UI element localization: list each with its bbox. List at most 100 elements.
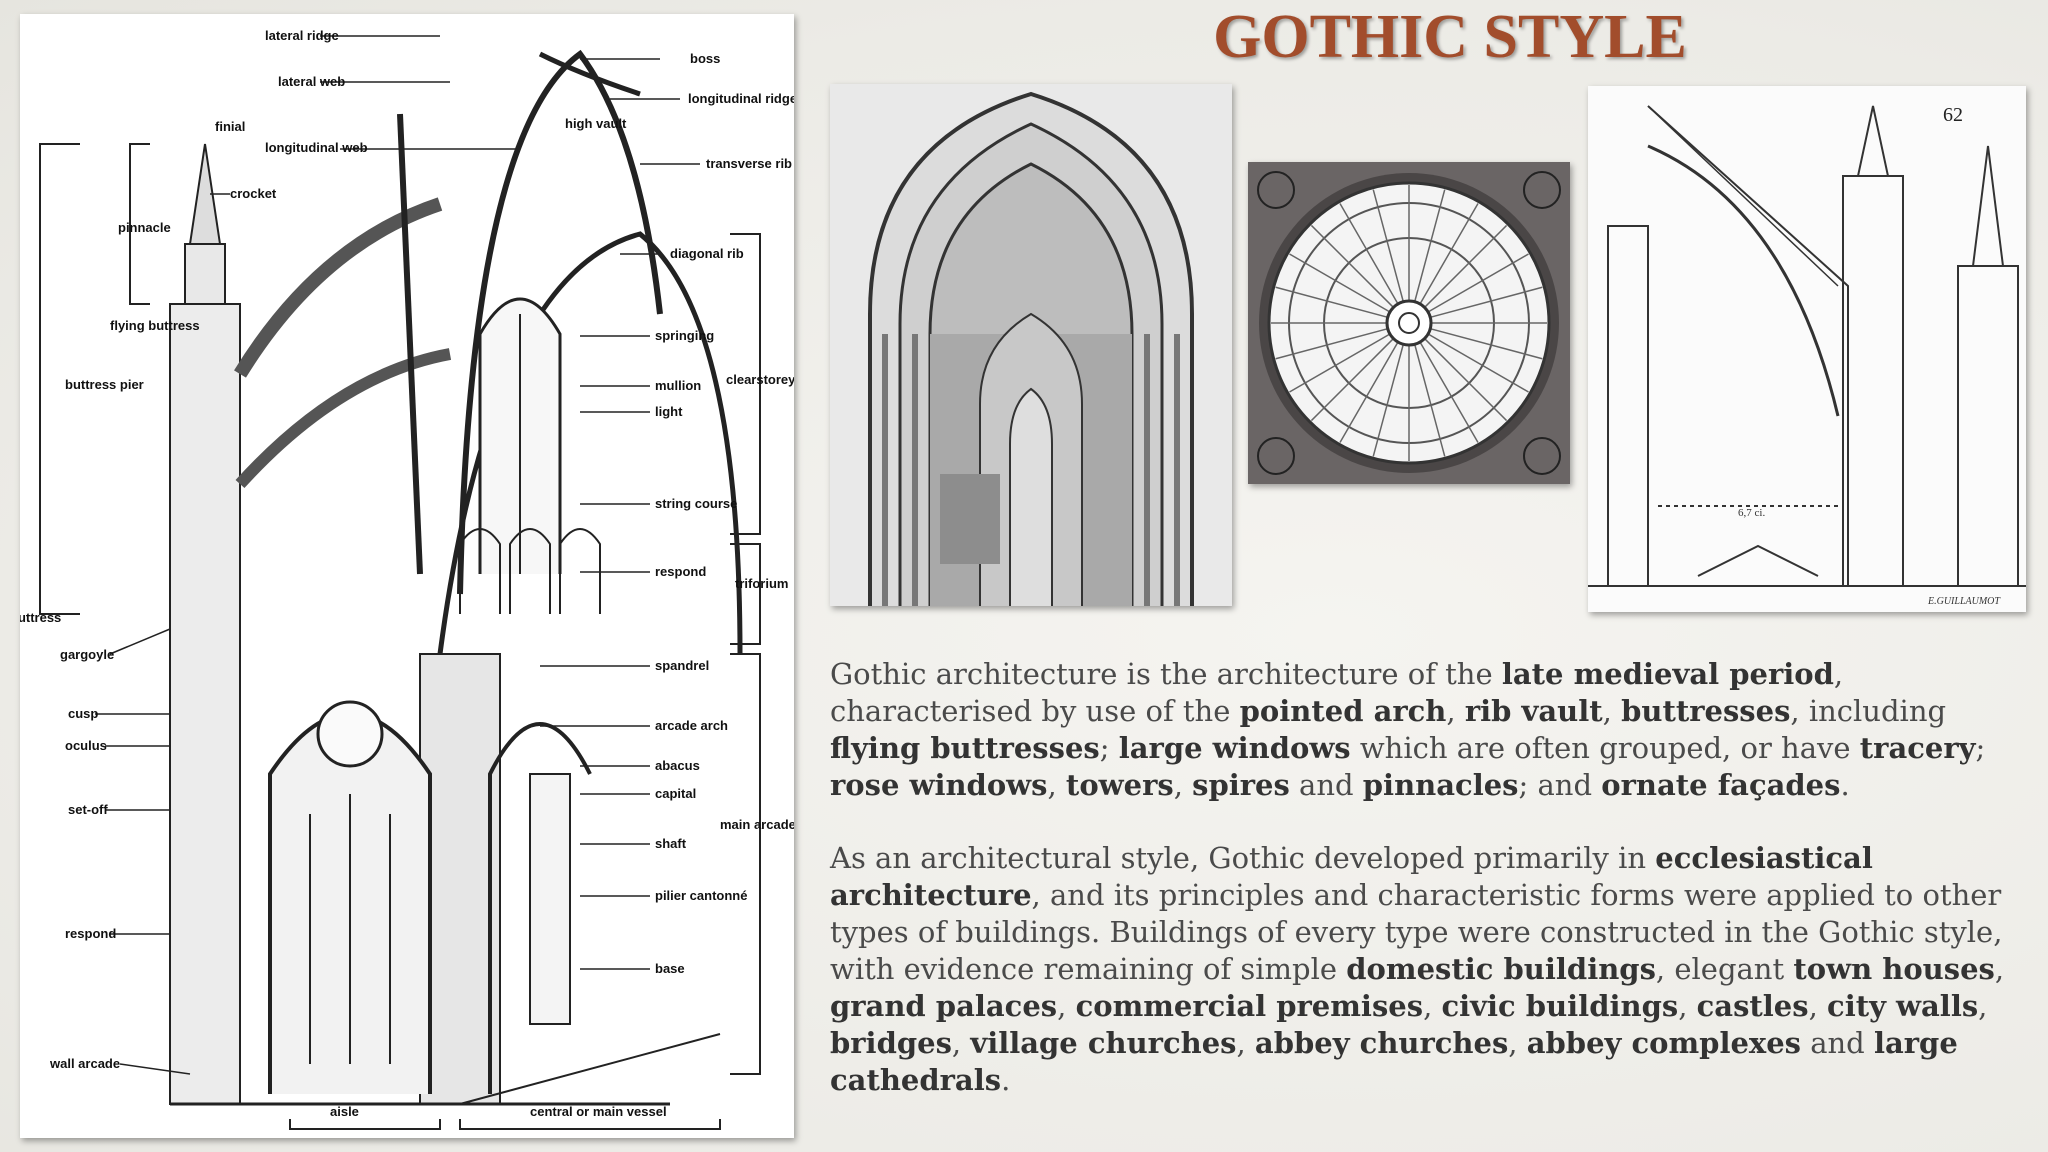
rose-window-drawing <box>1248 162 1570 484</box>
text-run: , <box>1446 694 1465 728</box>
rose-window-spoke <box>1372 344 1405 457</box>
text-run: , and its principles and characteristic … <box>830 878 2003 986</box>
label-shaft: shaft <box>655 836 687 851</box>
bold-term: bridges <box>830 1026 952 1060</box>
bold-term: city walls <box>1827 989 1979 1023</box>
label-spandrel: spandrel <box>655 658 709 673</box>
label-flying-buttress: flying buttress <box>110 318 200 333</box>
text-run: , <box>1678 989 1697 1023</box>
rose-window-spoke <box>1339 203 1399 305</box>
label-high-vault: high vault <box>565 116 627 131</box>
text-run: and <box>1800 1026 1874 1060</box>
text-run: , <box>1508 1026 1527 1060</box>
bold-term: pinnacles <box>1362 768 1519 802</box>
label-longitudinal-web: longitudinal web <box>265 140 368 155</box>
text-run: , <box>951 1026 971 1060</box>
slide-title: GOTHIC STYLE <box>1213 3 1687 71</box>
label-pinnacle: pinnacle <box>118 220 171 235</box>
bold-term: town houses <box>1793 952 1995 986</box>
bold-term: rose windows <box>830 768 1048 802</box>
text-run: . <box>1840 768 1850 802</box>
pointed-arch-engraving <box>830 84 1232 606</box>
label-lateral-ridge: lateral ridge <box>265 28 339 43</box>
text-run: , <box>1423 989 1442 1023</box>
rose-window-spoke <box>1427 333 1529 393</box>
label-light: light <box>655 404 683 419</box>
pointed-arch-drawing <box>830 84 1232 606</box>
bold-term: late medieval period <box>1501 657 1834 691</box>
label-finial: finial <box>215 119 245 134</box>
rose-window-spoke <box>1310 224 1394 308</box>
text-run: . <box>1001 1063 1011 1097</box>
label-buttress-pier: buttress pier <box>65 377 144 392</box>
label-pilier-cantonne: pilier cantonné <box>655 888 747 903</box>
bold-term: abbey complexes <box>1526 1026 1801 1060</box>
bold-term: buttresses <box>1621 694 1791 728</box>
label-respond-upper: respond <box>655 564 706 579</box>
label-transverse-rib: transverse rib <box>706 156 792 171</box>
cathedral-section-drawing: lateral ridge lateral web finial longitu… <box>20 14 794 1138</box>
cathedral-section-diagram: lateral ridge lateral web finial longitu… <box>20 14 794 1138</box>
text-run: , including <box>1790 694 1947 728</box>
paragraph-definition: Gothic architecture is the architecture … <box>830 656 2020 804</box>
bold-term: tracery <box>1859 731 1976 765</box>
bold-term: village churches <box>970 1026 1237 1060</box>
rose-window-spoke <box>1413 189 1446 302</box>
rose-window-spoke <box>1289 253 1391 313</box>
rose-window-spoke <box>1430 286 1543 319</box>
paragraph-development: As an architectural style, Gothic develo… <box>830 840 2020 1099</box>
text-run: , <box>1994 952 2005 986</box>
label-diagonal-rib: diagonal rib <box>670 246 744 261</box>
rose-window-spoke <box>1372 189 1405 302</box>
label-buttress: buttress <box>20 610 61 625</box>
label-set-off: set-off <box>68 802 108 817</box>
bold-term: domestic buildings <box>1346 952 1656 986</box>
label-clearstorey: clearstorey <box>726 372 794 387</box>
text-run: , <box>1236 1026 1255 1060</box>
drawing-page-number: 62 <box>1943 104 1963 126</box>
label-oculus: oculus <box>65 738 107 753</box>
bold-term: ornate façades <box>1601 768 1841 802</box>
rose-window-spoke <box>1310 338 1394 422</box>
text-run: and <box>1289 768 1363 802</box>
bold-term: large windows <box>1118 731 1351 765</box>
rose-window-spoke <box>1430 327 1543 360</box>
text-run: , <box>1602 694 1622 728</box>
text-run: , <box>1978 989 1988 1023</box>
flying-buttress-drawing: 62 6,7 ci. E.GUILLAUMOT <box>1588 86 2026 612</box>
label-abacus: abacus <box>655 758 700 773</box>
text-run: , <box>1057 989 1076 1023</box>
rose-window-image <box>1248 162 1570 484</box>
bold-term: pointed arch <box>1239 694 1447 728</box>
rose-window-spoke <box>1289 333 1391 393</box>
label-triforium: triforium <box>735 576 788 591</box>
text-run: Gothic architecture is the architecture … <box>830 657 1502 691</box>
rose-window-spoke <box>1339 341 1399 443</box>
rose-window-spoke <box>1413 344 1446 457</box>
rose-window-spoke <box>1427 253 1529 313</box>
label-springing: springing <box>655 328 714 343</box>
flying-buttress-sketch: 62 6,7 ci. E.GUILLAUMOT <box>1588 86 2026 612</box>
rose-window-spoke <box>1419 341 1479 443</box>
label-capital: capital <box>655 786 696 801</box>
bold-term: large cathedrals <box>830 1026 1958 1097</box>
label-wall-arcade: wall arcade <box>49 1056 120 1071</box>
label-aisle: aisle <box>330 1104 359 1119</box>
label-central-vessel: central or main vessel <box>530 1104 667 1119</box>
label-cusp: cusp <box>68 706 98 721</box>
bold-term: rib vault <box>1464 694 1603 728</box>
label-arcade-arch: arcade arch <box>655 718 728 733</box>
text-run: ; <box>1975 731 1986 765</box>
bold-term: abbey churches <box>1254 1026 1509 1060</box>
bold-term: castles <box>1696 989 1809 1023</box>
rose-window-spoke <box>1275 286 1388 319</box>
label-crocket: crocket <box>230 186 277 201</box>
rose-window-spoke <box>1424 224 1508 308</box>
label-base: base <box>655 961 685 976</box>
label-gargoyle: gargoyle <box>60 647 114 662</box>
text-run: As an architectural style, Gothic develo… <box>830 841 1656 875</box>
label-lateral-web: lateral web <box>278 74 345 89</box>
label-mullion: mullion <box>655 378 701 393</box>
text-run: ; and <box>1518 768 1602 802</box>
label-longitudinal-ridge: longitudinal ridge <box>688 91 794 106</box>
